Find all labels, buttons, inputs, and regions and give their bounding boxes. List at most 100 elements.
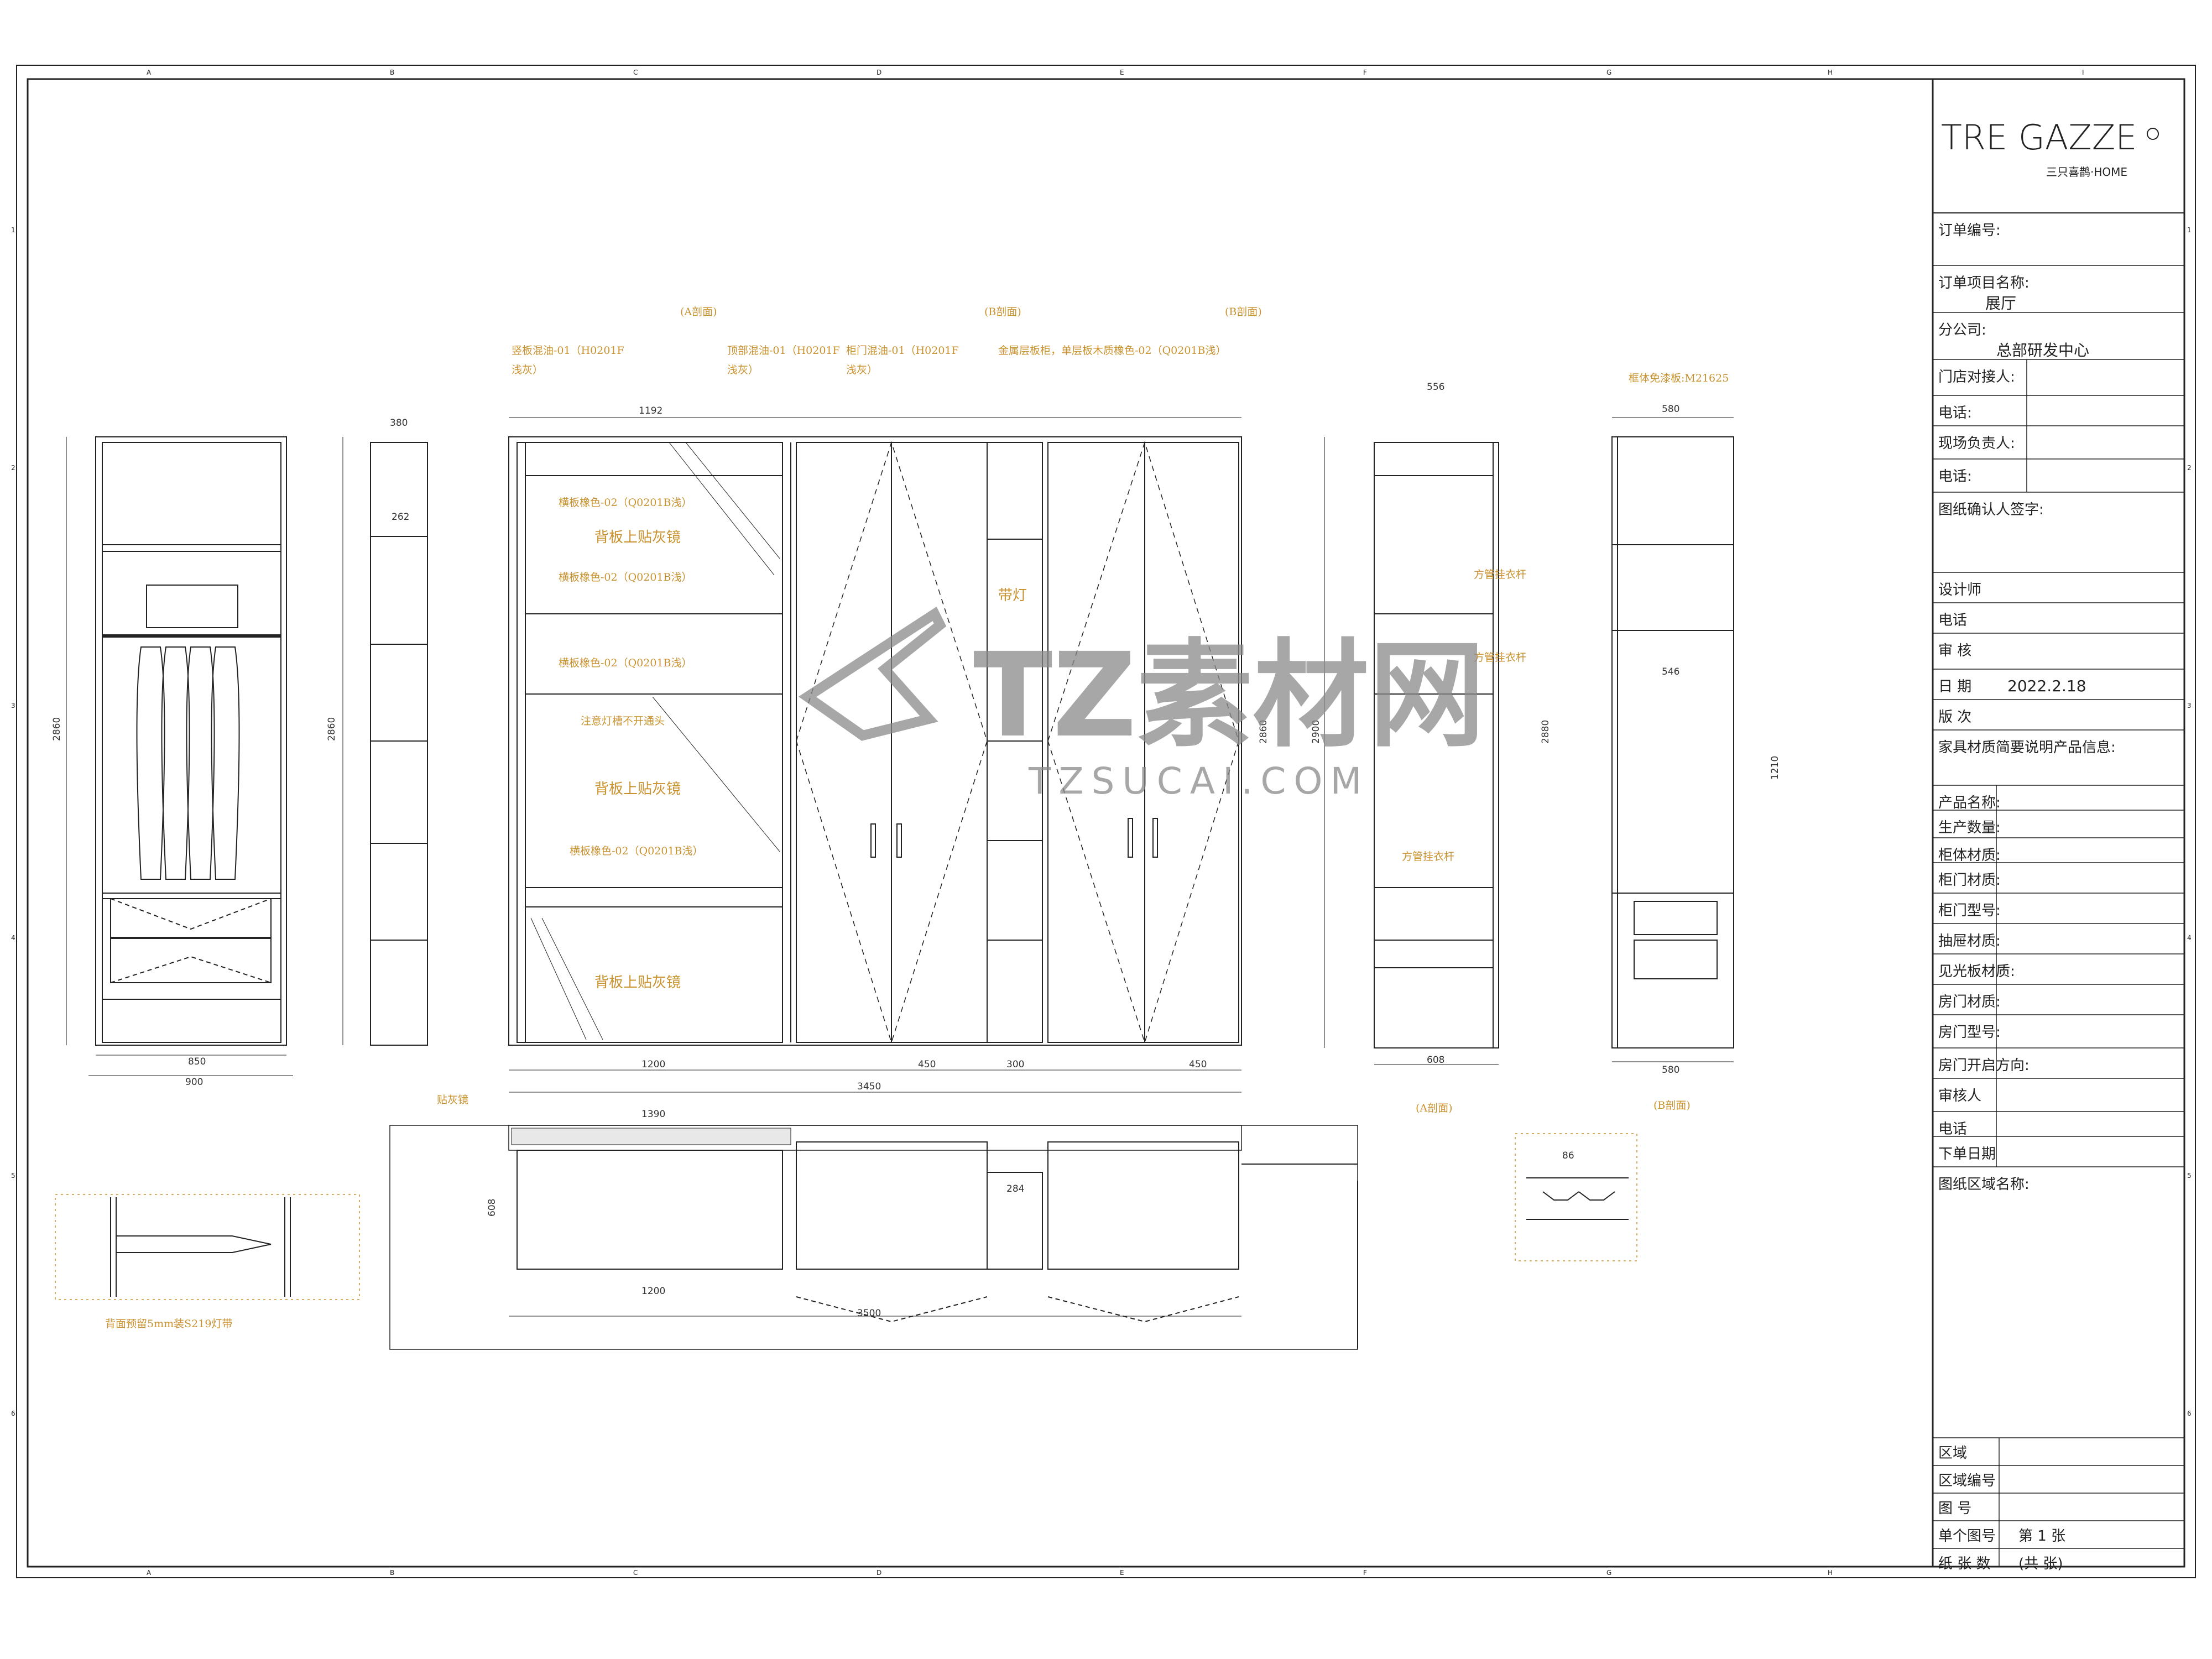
- watermark: TZ素材网 TZSUCAI.COM: [798, 606, 1485, 802]
- title-block-row-label: 电话: [1938, 612, 1967, 629]
- grid-letter: E: [1120, 1569, 1124, 1577]
- title-block-row-label: 图纸区域名称:: [1938, 1176, 2030, 1193]
- note-m1b: 浅灰）: [512, 364, 543, 376]
- grid-number: 5: [2187, 1172, 2192, 1180]
- note-hang1: 方管挂衣杆: [1474, 568, 1526, 581]
- lamp-detail: [55, 1194, 360, 1300]
- grid-number: 6: [2187, 1410, 2192, 1417]
- grid-number: 6: [11, 1410, 15, 1417]
- title-block-row-value: 展厅: [1985, 294, 2016, 312]
- title-block-bottom-value: 第 1 张: [2018, 1528, 2065, 1545]
- title-block-row-value: 总部研发中心: [1996, 341, 2089, 359]
- note-i2: 背板上贴灰镜: [594, 529, 681, 546]
- dim-2860c: 2860: [1258, 720, 1269, 744]
- plan-view: [389, 1125, 1358, 1350]
- grid-numbers-right: 1 2 3 4 5 6: [2187, 226, 2192, 1417]
- title-block-bottom-label: 区域: [1938, 1445, 1967, 1462]
- grid-letter: G: [1606, 69, 1611, 76]
- dim-2880: 2880: [1540, 720, 1551, 744]
- grid-letter: I: [2082, 69, 2084, 76]
- dim-284: 284: [1006, 1183, 1024, 1194]
- brand-logo: TRE GAZZE: [1941, 117, 2137, 158]
- note-a-section-bottom: (A剖面): [1416, 1102, 1453, 1114]
- note-hang2: 方管挂衣杆: [1474, 651, 1526, 664]
- dim-2900: 2900: [1311, 720, 1322, 744]
- dim-262: 262: [392, 512, 409, 523]
- title-block-row-label: 审 核: [1938, 643, 1971, 659]
- title-block-bottom-label: 单个图号: [1938, 1528, 1996, 1545]
- title-block-row-label: 家具材质简要说明产品信息:: [1938, 739, 2116, 756]
- note-m5: 框体免漆板:M21625: [1629, 372, 1729, 384]
- grid-letter: C: [633, 1569, 638, 1577]
- title-block-bottom-label: 纸 张 数: [1938, 1556, 1991, 1572]
- note-i3: 横板橡色-02（Q0201B浅）: [559, 571, 692, 583]
- detail-caption: 背面预留5mm装S219灯带: [105, 1318, 232, 1330]
- dim-850: 850: [188, 1056, 206, 1067]
- a-section: [1324, 437, 1499, 1065]
- grid-number: 3: [2187, 702, 2192, 709]
- dim-580b: 580: [1662, 1065, 1679, 1076]
- title-block-bottom-label: 图 号: [1938, 1500, 1971, 1517]
- grid-letter: E: [1120, 69, 1124, 76]
- brand-subtitle: 三只喜鹊·HOME: [2046, 165, 2127, 179]
- rail-detail: [1515, 1133, 1637, 1261]
- note-lamp: 带灯: [998, 587, 1027, 604]
- dim-1200: 1200: [641, 1059, 665, 1070]
- title-block-row-label: 柜体材质:: [1938, 847, 2001, 864]
- grid-letters-bottom: A B C D E F G H: [147, 1569, 1833, 1577]
- grid-letter: C: [633, 69, 638, 76]
- title-block-rows: 订单编号:订单项目名称:展厅分公司:总部研发中心门店对接人:电话:现场负责人:电…: [1933, 212, 2184, 1193]
- dim-450-a: 450: [918, 1059, 936, 1070]
- grid-letter: D: [877, 69, 881, 76]
- dim-3500: 3500: [857, 1308, 881, 1319]
- grid-letter: A: [147, 69, 152, 76]
- watermark-logo-icon: [798, 606, 947, 741]
- dim-580a: 580: [1662, 404, 1679, 415]
- dim-556: 556: [1427, 382, 1444, 393]
- watermark-sub: TZSUCAI.COM: [1028, 760, 1369, 802]
- grid-numbers-left: 1 2 3 4 5 6: [11, 226, 15, 1417]
- note-b-section-2: (B剖面): [1225, 306, 1262, 318]
- grid-number: 2: [11, 464, 15, 472]
- grid-letter: B: [390, 1569, 394, 1577]
- dim-3450: 3450: [857, 1081, 881, 1092]
- title-block-row-label: 柜门型号:: [1938, 902, 2001, 919]
- dim-1390: 1390: [641, 1109, 665, 1120]
- note-a-section: (A剖面): [680, 306, 717, 318]
- inner-frame: [27, 78, 2185, 1568]
- note-i8: 背板上贴灰镜: [594, 974, 681, 991]
- note-m2b: 浅灰）: [727, 364, 759, 376]
- note-m2: 顶部混油-01（H0201F: [727, 345, 840, 357]
- title-block-row-label: 抽屉材质:: [1938, 933, 2001, 950]
- title-block-row-label: 房门型号:: [1938, 1024, 2001, 1041]
- watermark-main: TZ素材网: [973, 628, 1485, 763]
- grid-letter: H: [1828, 69, 1833, 76]
- note-i7: 横板橡色-02（Q0201B浅）: [570, 845, 703, 857]
- registered-icon: [2147, 128, 2159, 140]
- note-i4: 横板橡色-02（Q0201B浅）: [559, 657, 692, 669]
- title-block-frame: [1932, 78, 2185, 1568]
- title-block-row-label: 门店对接人:: [1938, 369, 2015, 385]
- grid-letter: B: [390, 69, 394, 76]
- dim-1192: 1192: [639, 405, 662, 416]
- title-block-row-label: 电话: [1938, 1121, 1967, 1138]
- grid-number: 4: [2187, 934, 2192, 942]
- grid-letter: F: [1363, 1569, 1367, 1577]
- title-block-row-label: 电话:: [1938, 405, 1972, 421]
- dim-300: 300: [1006, 1059, 1024, 1070]
- grid-letter: A: [147, 1569, 152, 1577]
- main-cabinet-elevation: [508, 417, 1242, 1093]
- note-m4: 金属层板柜，单层板木质橡色-02（Q0201B浅）: [998, 345, 1227, 357]
- title-block-row-label: 房门材质:: [1938, 994, 2001, 1010]
- note-m1: 竖板混油-01（H0201F: [512, 345, 624, 357]
- dim-380: 380: [390, 418, 408, 429]
- note-b-section-1: (B剖面): [984, 306, 1021, 318]
- title-block-row-label: 订单项目名称:: [1938, 275, 2030, 291]
- dim-2860b: 2860: [326, 717, 337, 741]
- title-block-row-label: 下单日期: [1938, 1146, 1996, 1162]
- wardrobe-elevation: [66, 436, 293, 1076]
- wardrobe-side-section: [342, 437, 428, 1046]
- title-block-row-label: 分公司:: [1938, 322, 1986, 338]
- grid-letters-top: A B C D E F G H I: [147, 69, 2084, 76]
- grid-number: 1: [11, 226, 15, 234]
